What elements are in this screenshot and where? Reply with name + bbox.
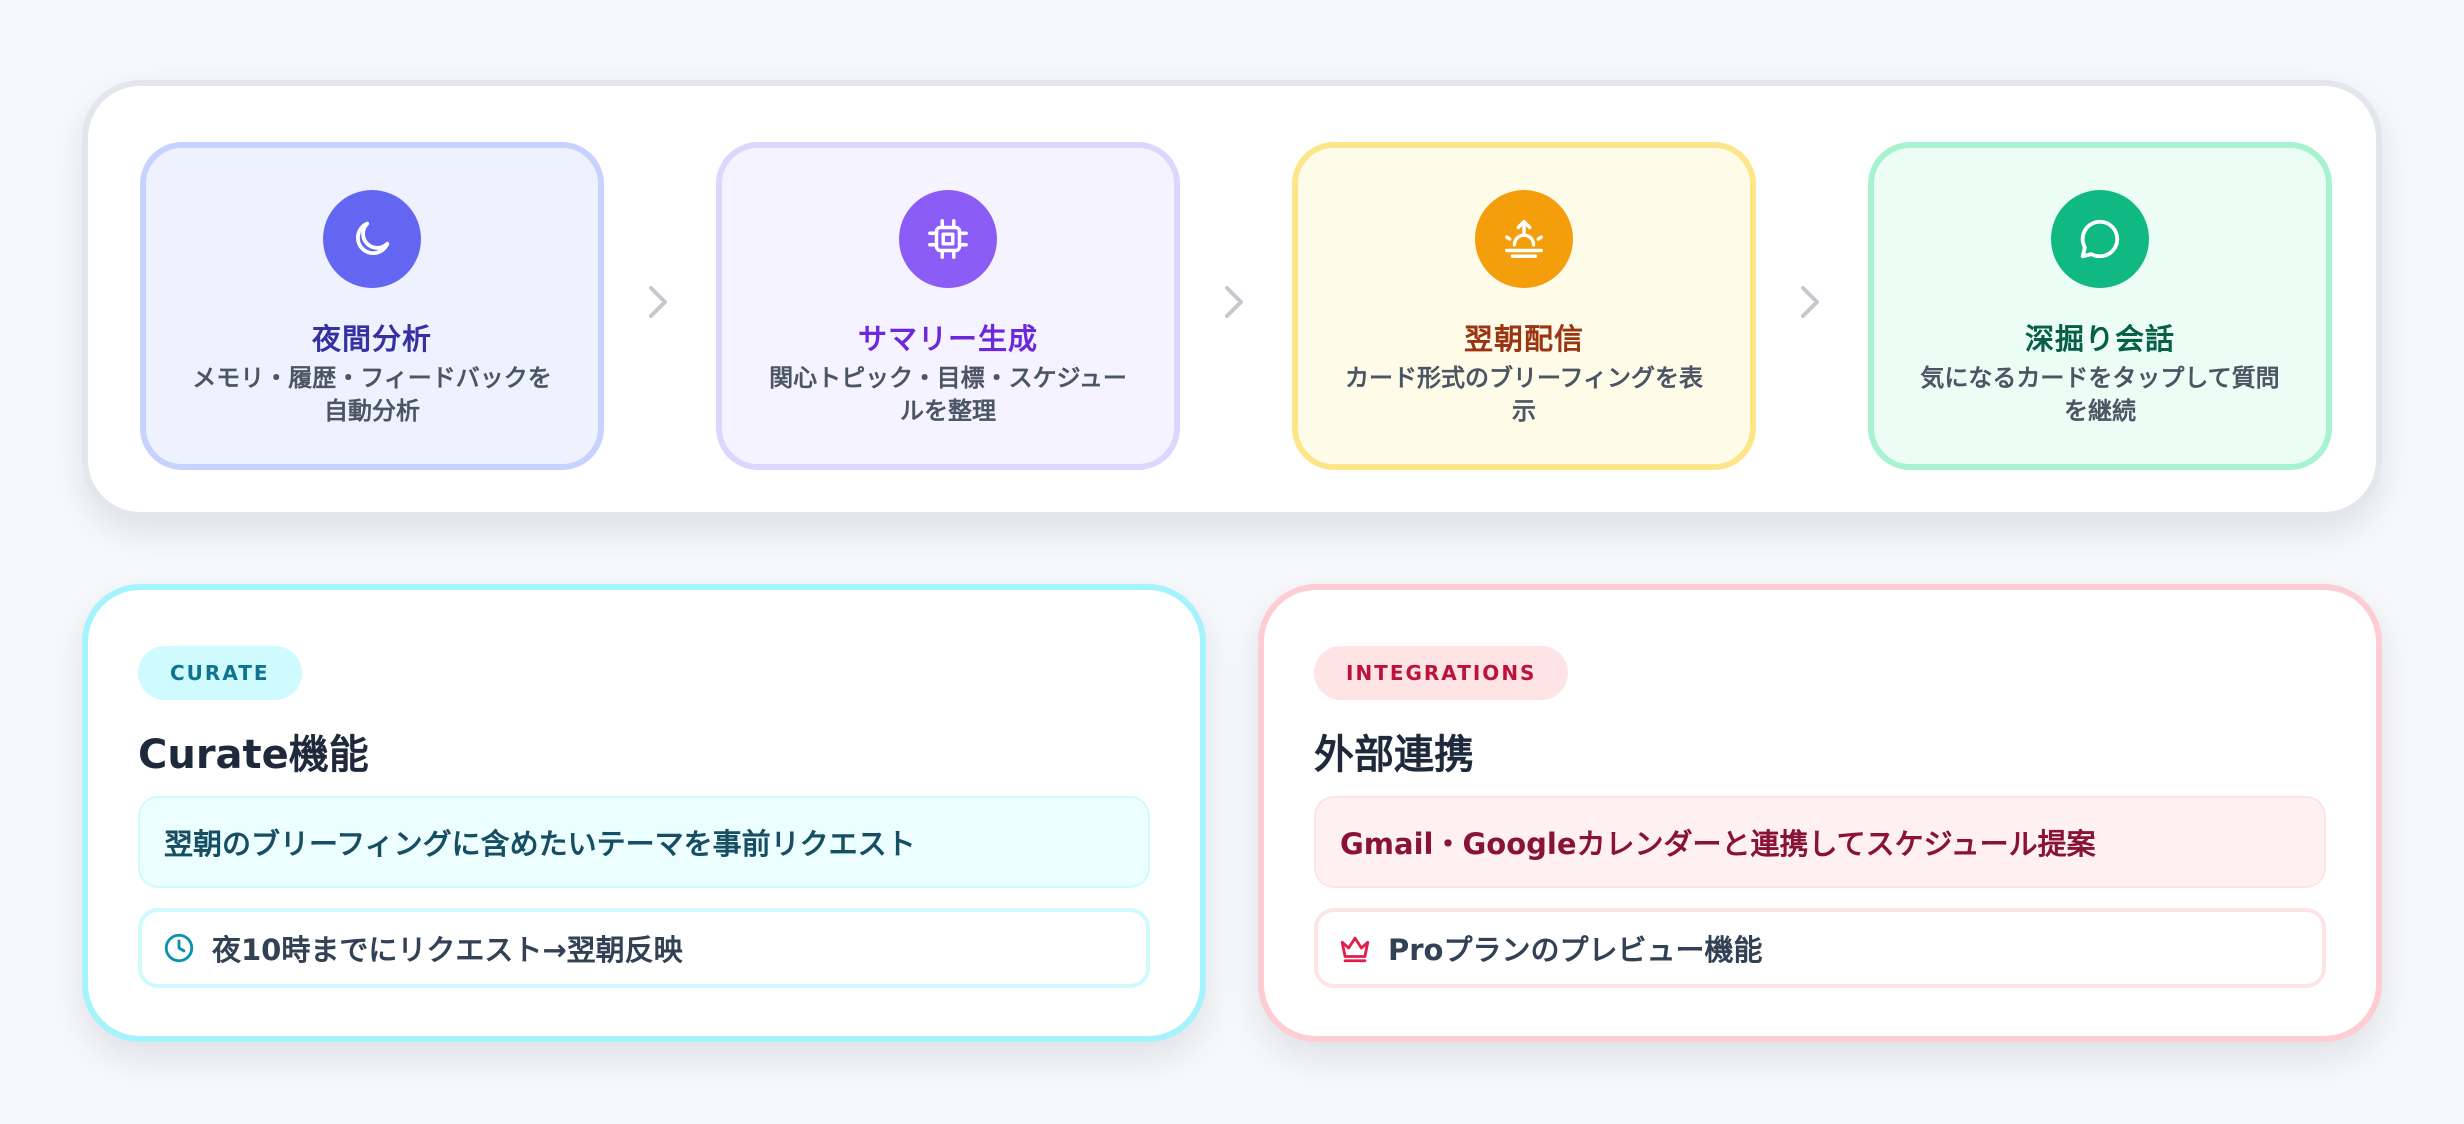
step-description: 気になるカードをタップして質問を継続 bbox=[1920, 364, 2280, 425]
integrations-card: INTEGRATIONS 外部連携 Gmail・Googleカレンダーと連携して… bbox=[1258, 584, 2382, 1042]
integrations-description: Gmail・Googleカレンダーと連携してスケジュール提案 bbox=[1314, 796, 2326, 888]
chat-bubble-icon bbox=[2051, 190, 2149, 288]
note-text: Proプランのプレビュー機能 bbox=[1388, 933, 1763, 967]
step-card-morning-delivery: 翌朝配信 カード形式のブリーフィングを表示 bbox=[1292, 142, 1756, 470]
moon-icon bbox=[323, 190, 421, 288]
curate-deadline-note: 夜10時までにリクエスト→翌朝反映 bbox=[138, 908, 1150, 988]
card-title: Curate機能 bbox=[138, 732, 369, 778]
step-card-deep-dive-chat: 深掘り会話 気になるカードをタップして質問を継続 bbox=[1868, 142, 2332, 470]
step-card-night-analysis: 夜間分析 メモリ・履歴・フィードバックを自動分析 bbox=[140, 142, 604, 470]
clock-icon bbox=[164, 933, 194, 963]
crown-icon bbox=[1340, 936, 1370, 963]
flow-panel: 夜間分析 メモリ・履歴・フィードバックを自動分析 サマリー生成 関心トピック・目… bbox=[82, 80, 2382, 518]
curate-badge: CURATE bbox=[138, 646, 302, 700]
chevron-right-icon bbox=[1225, 286, 1243, 318]
step-title: 深掘り会話 bbox=[2024, 322, 2175, 356]
curate-card: CURATE Curate機能 翌朝のブリーフィングに含めたいテーマを事前リクエ… bbox=[82, 584, 1206, 1042]
step-description: メモリ・履歴・フィードバックを自動分析 bbox=[192, 364, 552, 425]
chevron-right-icon bbox=[649, 286, 667, 318]
chevron-right-icon bbox=[1801, 286, 1819, 318]
step-card-summary-generation: サマリー生成 関心トピック・目標・スケジュールを整理 bbox=[716, 142, 1180, 470]
step-title: 夜間分析 bbox=[311, 322, 432, 356]
note-text: 夜10時までにリクエスト→翌朝反映 bbox=[212, 933, 683, 967]
chip-icon bbox=[899, 190, 997, 288]
step-title: 翌朝配信 bbox=[1463, 322, 1584, 356]
integrations-badge: INTEGRATIONS bbox=[1314, 646, 1569, 700]
card-title: 外部連携 bbox=[1314, 732, 1474, 778]
step-title: サマリー生成 bbox=[857, 322, 1038, 356]
step-description: カード形式のブリーフィングを表示 bbox=[1344, 364, 1704, 425]
curate-description: 翌朝のブリーフィングに含めたいテーマを事前リクエスト bbox=[138, 796, 1150, 888]
step-description: 関心トピック・目標・スケジュールを整理 bbox=[769, 364, 1127, 425]
pro-plan-note: Proプランのプレビュー機能 bbox=[1314, 908, 2326, 988]
sunrise-icon bbox=[1475, 190, 1573, 288]
